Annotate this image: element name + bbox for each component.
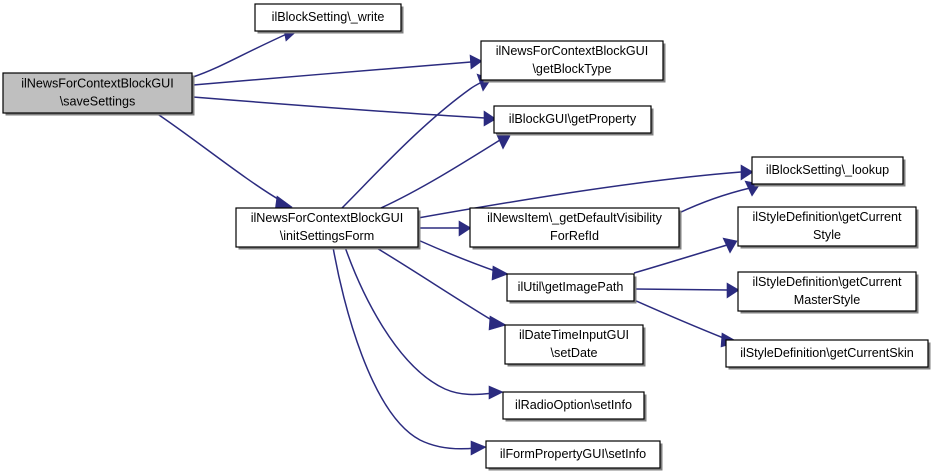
arrowhead-icon <box>726 282 740 299</box>
arrowhead-icon <box>740 164 754 181</box>
node-label: ilNewsForContextBlockGUI <box>251 211 404 225</box>
node-rect[interactable] <box>502 391 645 420</box>
edge-saveSettings-to-getBlockType <box>192 54 483 86</box>
node-radioSetInfo[interactable]: ilRadioOption\setInfo <box>502 391 647 422</box>
edge-getImagePath-to-getCurrentSkin <box>633 299 739 348</box>
node-setDate[interactable]: ilDateTimeInputGUI \setDate <box>504 324 646 367</box>
edge-initSettingsForm-to-radioSetInfo <box>344 246 504 400</box>
node-label: ilNewsItem\_getDefaultVisibility <box>487 211 662 225</box>
node-rect[interactable] <box>737 271 917 312</box>
node-label: MasterStyle <box>794 293 861 307</box>
edge-line <box>633 244 728 274</box>
edge-line <box>633 299 727 340</box>
node-blockSettingWrite[interactable]: ilBlockSetting\_write <box>254 3 404 34</box>
edge-line <box>374 246 496 323</box>
edge-line <box>344 246 495 396</box>
node-label: ilBlockSetting\_write <box>272 10 385 24</box>
node-label: ForRefId <box>550 229 599 243</box>
node-label: ilStyleDefinition\getCurrent <box>752 210 902 224</box>
nodes-layer: ilNewsForContextBlockGUI \saveSettings ilB… <box>2 3 931 471</box>
node-label: \initSettingsForm <box>280 229 374 243</box>
node-rect[interactable] <box>506 273 635 302</box>
node-label: ilStyleDefinition\getCurrentSkin <box>740 346 914 360</box>
node-rect[interactable] <box>254 3 402 32</box>
node-label: ilFormPropertyGUI\setInfo <box>500 447 646 461</box>
arrowhead-icon <box>470 440 487 456</box>
node-label: ilStyleDefinition\getCurrent <box>752 275 902 289</box>
node-label: \setDate <box>551 346 598 360</box>
node-label: \getBlockType <box>532 62 611 76</box>
edge-line <box>192 32 290 78</box>
edge-initSettingsForm-to-formPropSetInfo <box>332 246 487 456</box>
node-rect[interactable] <box>235 207 419 248</box>
edge-getImagePath-to-getCurrentMasterStyle <box>633 282 740 299</box>
node-label: ilNewsForContextBlockGUI <box>21 76 174 90</box>
edge-initSettingsForm-to-getBlockType <box>341 73 492 209</box>
edge-line <box>417 239 499 273</box>
node-label: \saveSettings <box>60 94 136 108</box>
node-label: ilBlockGUI\getProperty <box>509 112 637 126</box>
arrowhead-icon <box>722 237 738 254</box>
edge-saveSettings-to-getProperty <box>192 96 497 127</box>
node-rect[interactable] <box>2 72 193 114</box>
edge-initSettingsForm-to-setDate <box>374 246 507 331</box>
node-label: ilRadioOption\setInfo <box>515 398 632 412</box>
node-rect[interactable] <box>725 339 929 368</box>
arrowhead-icon <box>469 54 483 70</box>
node-getProperty[interactable]: ilBlockGUI\getProperty <box>493 105 654 136</box>
node-label: Style <box>813 228 841 242</box>
edge-line <box>341 81 483 209</box>
node-rect[interactable] <box>493 105 652 134</box>
node-formPropSetInfo[interactable]: ilFormPropertyGUI\setInfo <box>485 440 663 471</box>
node-getBlockType[interactable]: ilNewsForContextBlockGUI \getBlockType <box>480 40 666 83</box>
node-rect[interactable] <box>737 206 917 247</box>
node-label: ilBlockSetting\_lookup <box>766 163 889 177</box>
node-label: ilNewsForContextBlockGUI <box>496 44 649 58</box>
node-rect[interactable] <box>485 440 661 469</box>
edge-initSettingsForm-to-getImagePath <box>417 239 509 281</box>
edge-line <box>417 171 742 219</box>
edge-line <box>192 96 486 119</box>
node-saveSettings[interactable]: ilNewsForContextBlockGUI \saveSettings <box>2 72 195 116</box>
node-rect[interactable] <box>480 40 664 81</box>
edge-initSettingsForm-to-getDefaultVisibility <box>418 220 472 237</box>
node-rect[interactable] <box>504 324 644 365</box>
edge-line <box>380 139 501 209</box>
arrowhead-icon <box>483 110 497 127</box>
arrowhead-icon <box>488 385 504 400</box>
arrowhead-icon <box>458 220 472 237</box>
node-getImagePath[interactable]: ilUtil\getImagePath <box>506 273 637 304</box>
node-getCurrentSkin[interactable]: ilStyleDefinition\getCurrentSkin <box>725 339 931 370</box>
edge-getImagePath-to-getCurrentStyle <box>633 237 738 274</box>
node-initSettingsForm[interactable]: ilNewsForContextBlockGUI \initSettingsFor… <box>235 207 421 250</box>
node-label: ilDateTimeInputGUI <box>519 328 629 342</box>
node-label: ilUtil\getImagePath <box>518 280 624 294</box>
edge-line <box>155 112 284 203</box>
node-blockSettingLookup[interactable]: ilBlockSetting\_lookup <box>751 156 906 187</box>
edge-line <box>678 187 751 214</box>
edge-initSettingsForm-to-blockSettingLookup <box>417 164 754 219</box>
edge-initSettingsForm-to-getProperty <box>380 132 511 209</box>
node-rect[interactable] <box>751 156 904 185</box>
edge-line <box>332 246 477 450</box>
arrowhead-icon <box>491 265 509 281</box>
arrowhead-icon <box>488 315 507 331</box>
node-rect[interactable] <box>469 207 680 248</box>
edge-saveSettings-to-initSettingsForm <box>155 112 293 212</box>
edge-line <box>633 288 728 291</box>
edge-line <box>192 61 472 86</box>
